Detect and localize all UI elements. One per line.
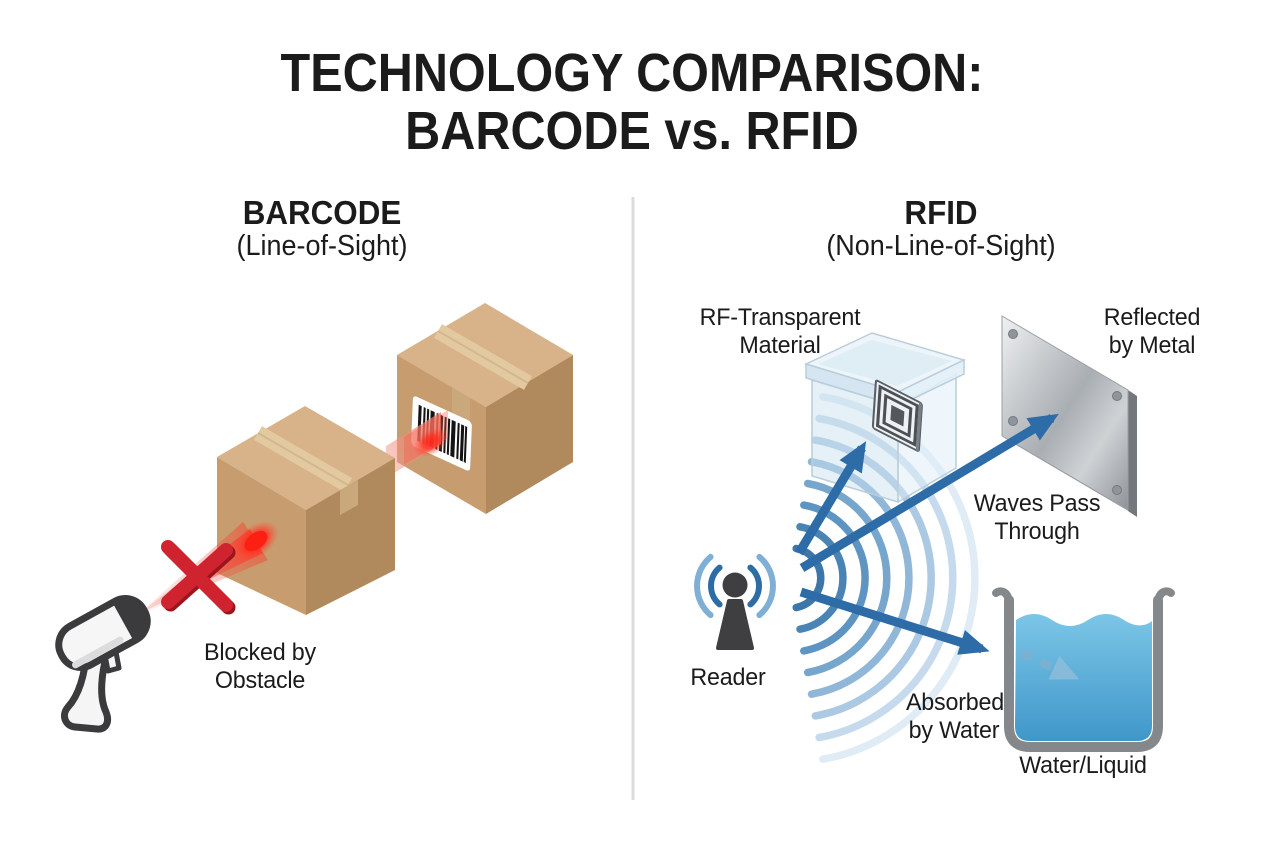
blocked-caption-line-1: Blocked by — [204, 639, 316, 666]
rfid-heading: RFID — [904, 194, 978, 231]
blocked-x-icon — [161, 540, 236, 615]
blocked-caption-line-2: Obstacle — [214, 667, 306, 694]
arrow-to-water — [799, 587, 990, 655]
water-liquid-label: Water/Liquid — [1019, 752, 1147, 779]
packing-tape-near — [253, 426, 358, 515]
reflected-label-line-1: Reflected — [1103, 304, 1201, 331]
rfid-reader-icon — [694, 553, 776, 650]
barcode-subheading: (Line-of-Sight) — [236, 230, 408, 262]
absorbed-arrow — [1020, 648, 1080, 681]
arrow-to-tag — [795, 441, 867, 556]
rivets — [1008, 329, 1122, 495]
title-line-1: TECHNOLOGY COMPARISON: — [280, 43, 984, 103]
title-line-2: BARCODE vs. RFID — [405, 101, 859, 161]
water-container — [992, 587, 1175, 752]
rfid-tag-icon — [871, 379, 923, 452]
waves-label-line-1: Waves Pass — [973, 490, 1101, 517]
reader-label: Reader — [690, 664, 766, 691]
waves-label-line-2: Through — [994, 518, 1080, 545]
barcode-heading: BARCODE — [242, 194, 402, 231]
cardboard-box-far — [397, 303, 573, 514]
rf-transparent-label-line-2: Material — [739, 332, 821, 359]
cardboard-box-near — [217, 406, 395, 615]
barcode-scanner-icon — [55, 595, 151, 733]
packing-tape-far — [433, 324, 533, 423]
metal-plate — [1001, 315, 1137, 517]
arrow-to-metal — [799, 413, 1059, 572]
rfid-subheading: (Non-Line-of-Sight) — [826, 230, 1056, 262]
laser-beam-far-segment — [386, 410, 449, 478]
signal-arrows — [795, 413, 1059, 655]
absorbed-label-line-1: Absorbed — [905, 689, 1005, 716]
absorbed-label-line-2: by Water — [908, 717, 1000, 744]
reflected-label-line-2: by Metal — [1108, 332, 1196, 359]
rf-transparent-label-line-1: RF-Transparent — [699, 304, 861, 331]
